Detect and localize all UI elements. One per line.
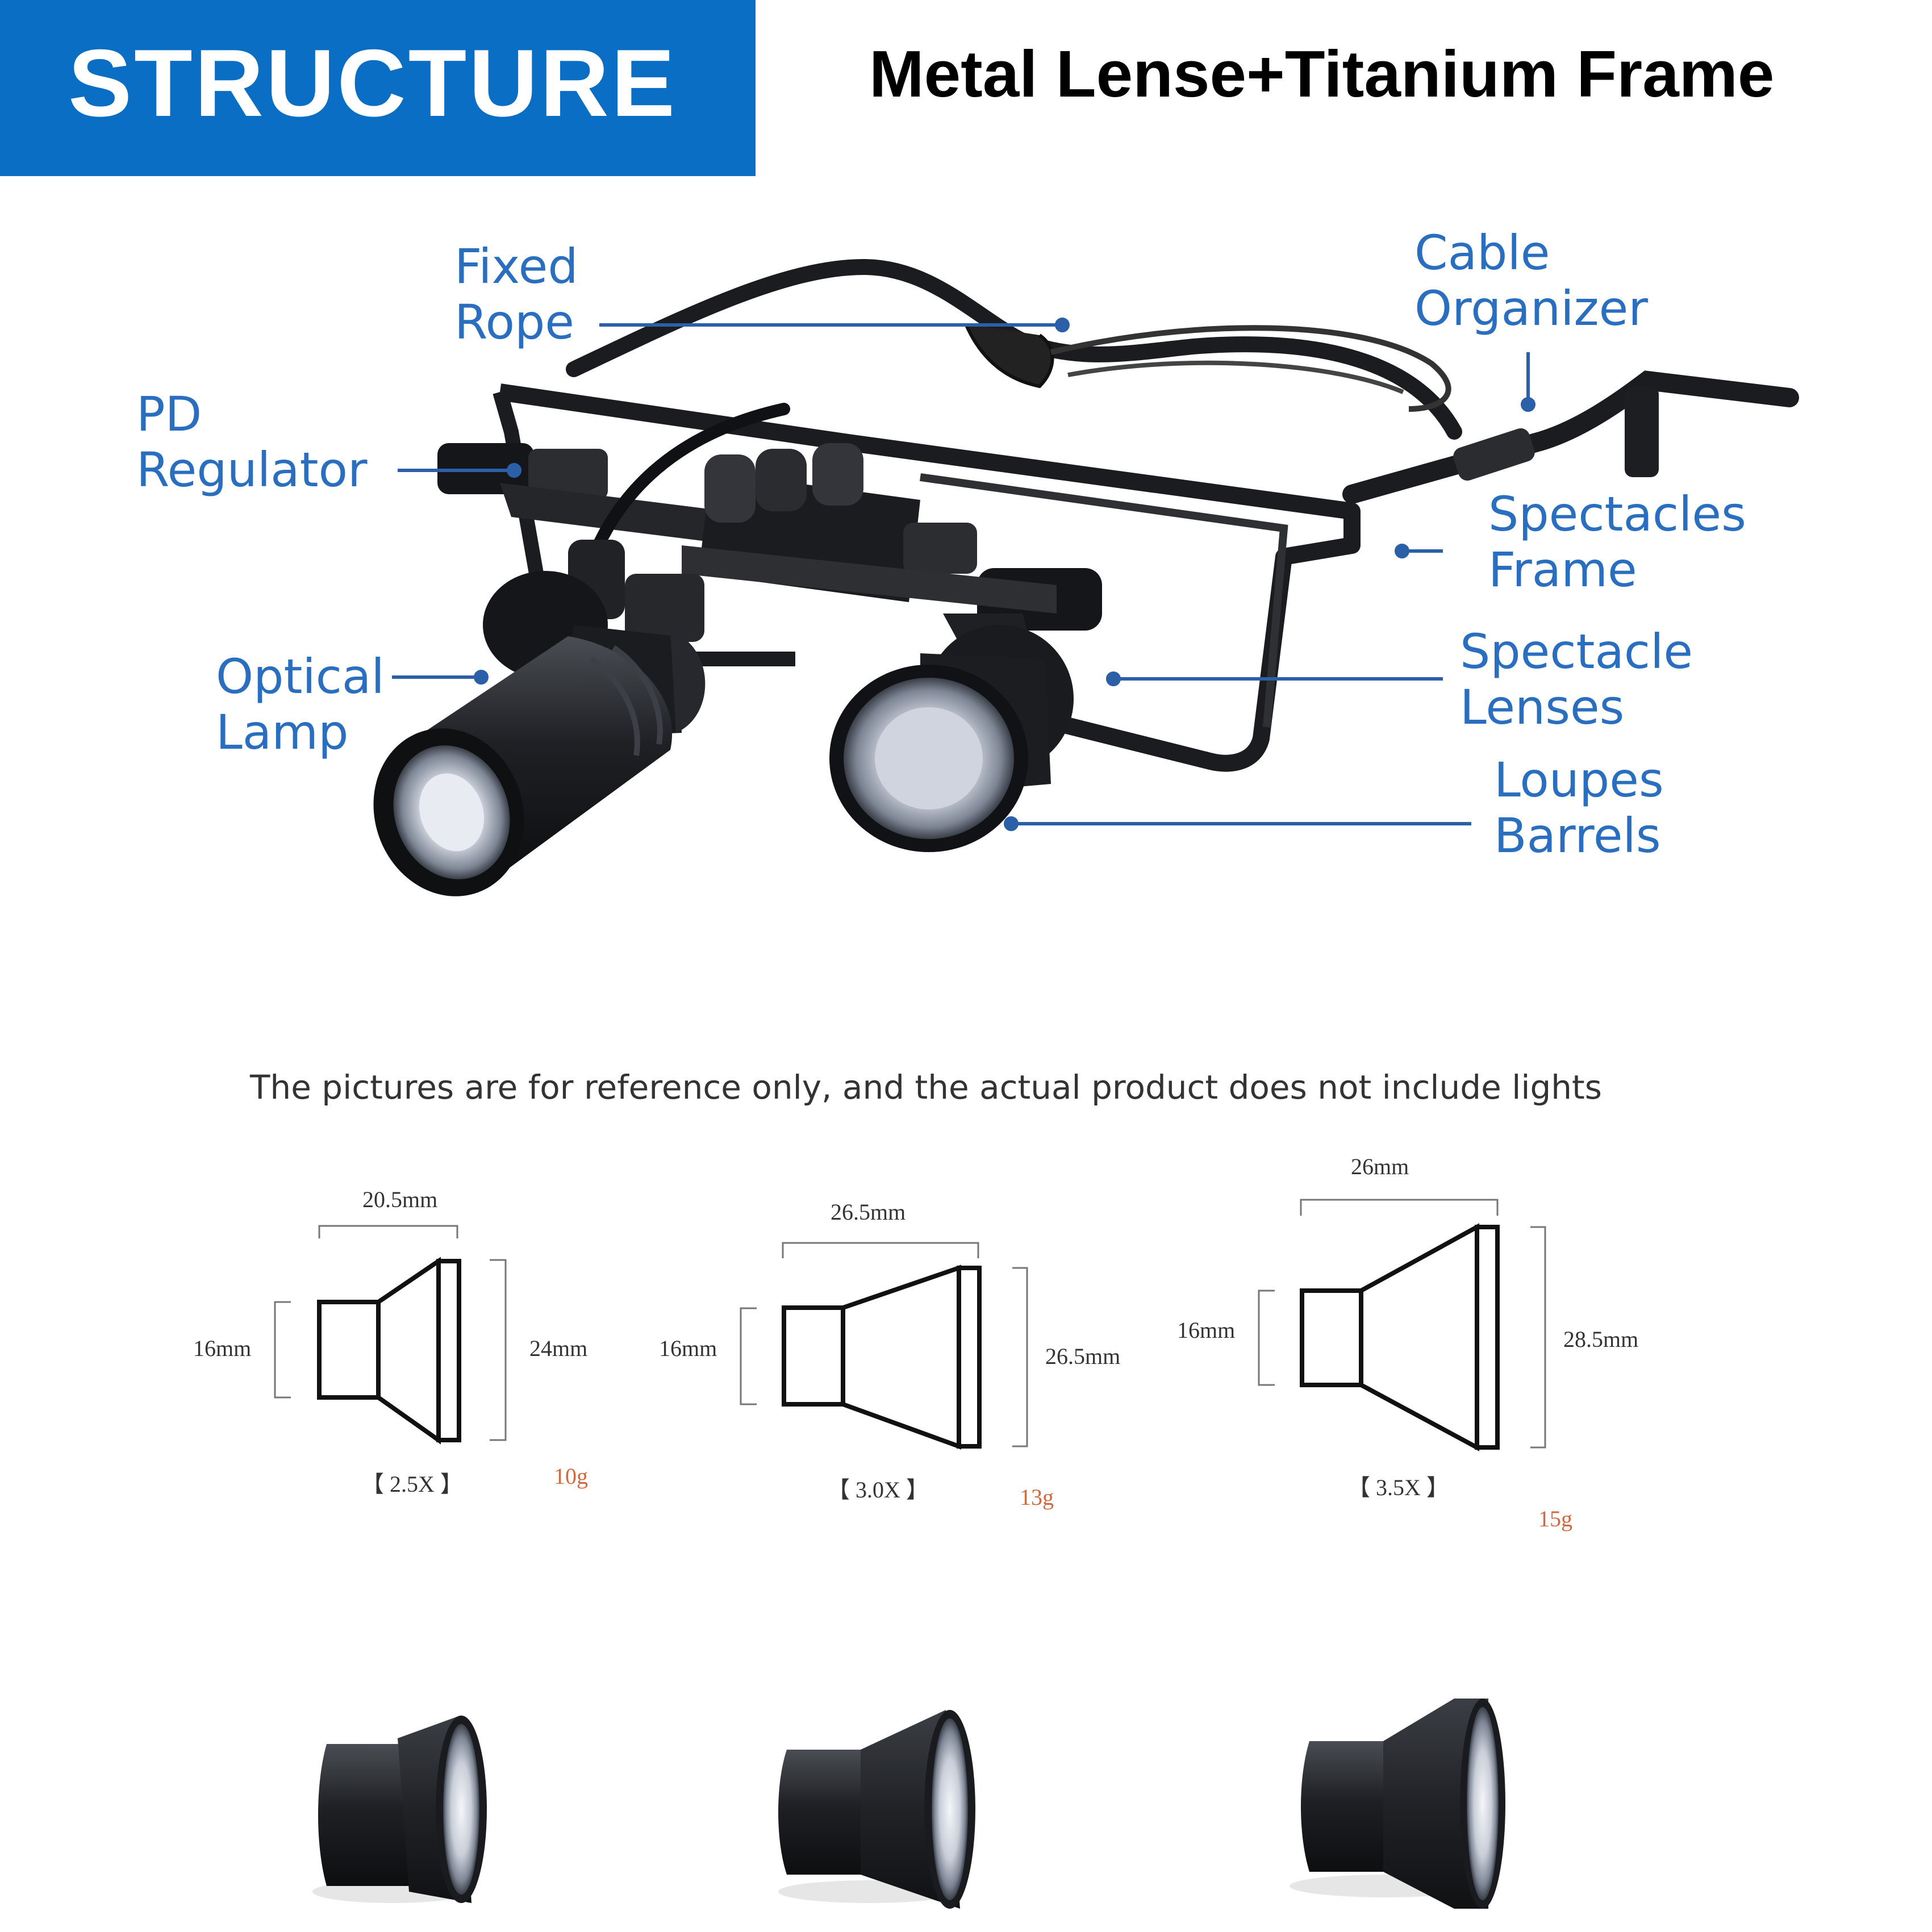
magnification-2-5x: 【 2.5X 】 [361,1471,463,1497]
dimension-brackets [274,1199,1546,1449]
dim-2-5x-rear-height: 16mm [193,1336,252,1361]
pd-regulator-drawing [437,403,1102,642]
spectacles-frame-drawing [493,258,1799,772]
title-banner: STRUCTURE [0,0,756,176]
dim-3-5x-front-height: 28.5mm [1563,1326,1639,1352]
barrel-photo-3-5x [1290,1699,1505,1909]
dim-3-0x-rear-height: 16mm [659,1336,717,1361]
page-subtitle: Metal Lense+Titanium Frame [869,37,1775,111]
dim-3-0x-front-height: 26.5mm [1045,1343,1121,1369]
dim-3-5x-rear-height: 16mm [1177,1317,1236,1343]
weight-3-0x: 13g [1020,1484,1054,1510]
callout-spectacle-lenses: Spectacle Lenses [1460,624,1693,735]
dim-2-5x-top-width: 20.5mm [362,1187,438,1212]
magnification-3-0x: 【 3.0X 】 [827,1477,929,1503]
page-title: STRUCTURE [68,30,677,136]
barrel-dimension-diagrams [317,1223,1500,1451]
dim-2-5x-front-height: 24mm [529,1336,588,1361]
callout-optical-lamp: Optical Lamp [216,649,385,760]
callout-cable-organizer: Cable Organizer [1414,225,1648,336]
barrel-photo-3-0x [778,1710,975,1909]
weight-2-5x: 10g [554,1463,588,1489]
callout-pd-regulator: PD Regulator [136,386,368,498]
optical-lamp-drawing [373,571,706,896]
reference-note: The pictures are for reference only, and… [250,1068,1603,1107]
dim-3-0x-top-width: 26.5mm [831,1199,906,1225]
barrel-photo-2-5x [312,1716,487,1903]
callout-spectacles-frame: Spectacles Frame [1488,486,1746,598]
weight-3-5x: 15g [1538,1506,1572,1532]
callout-loupes-barrels: Loupes Barrels [1494,752,1664,863]
callout-fixed-rope: Fixed Rope [454,239,578,350]
magnification-3-5x: 【 3.5X 】 [1347,1475,1449,1500]
callout-leader-lines [392,318,1535,831]
loupe-barrel-drawing [829,614,1074,852]
dim-3-5x-top-width: 26mm [1351,1154,1409,1179]
